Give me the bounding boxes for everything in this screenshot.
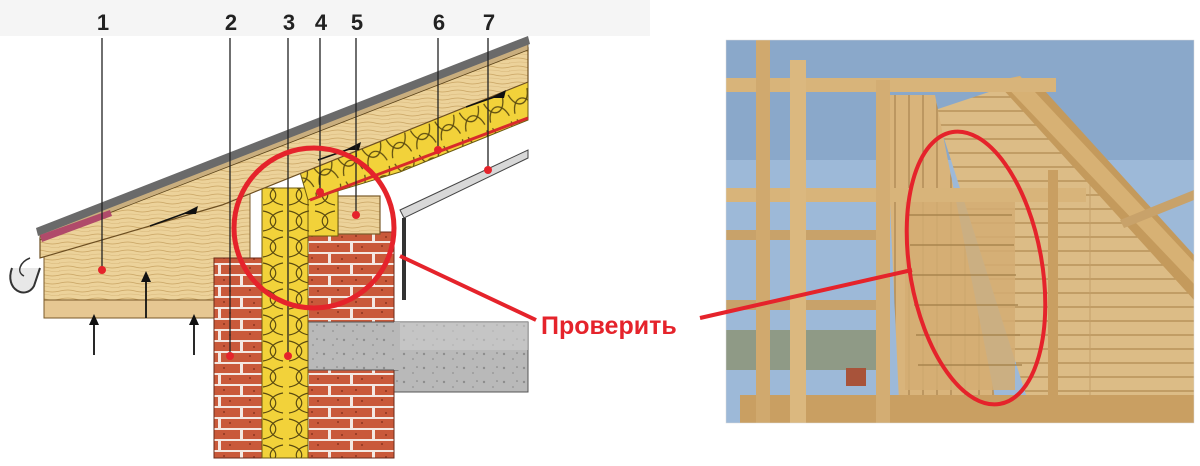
gutter xyxy=(9,267,41,294)
callout-lines xyxy=(399,254,913,322)
check-circle-diagram xyxy=(231,145,397,311)
wall-insulation xyxy=(261,187,309,459)
label-3: 3 xyxy=(282,10,296,35)
label-1: 1 xyxy=(96,10,110,35)
roof-section-diagram xyxy=(9,36,530,459)
label-5: 5 xyxy=(350,10,364,35)
brick-wall-outer xyxy=(213,257,263,459)
roof-covering xyxy=(36,36,530,236)
label-6: 6 xyxy=(432,10,446,35)
construction-photo xyxy=(725,39,1195,424)
check-ellipse-photo xyxy=(904,129,1048,407)
label-7: 7 xyxy=(482,10,496,35)
label-2: 2 xyxy=(224,10,238,35)
check-label: Проверить xyxy=(541,312,677,340)
label-4: 4 xyxy=(314,10,328,35)
